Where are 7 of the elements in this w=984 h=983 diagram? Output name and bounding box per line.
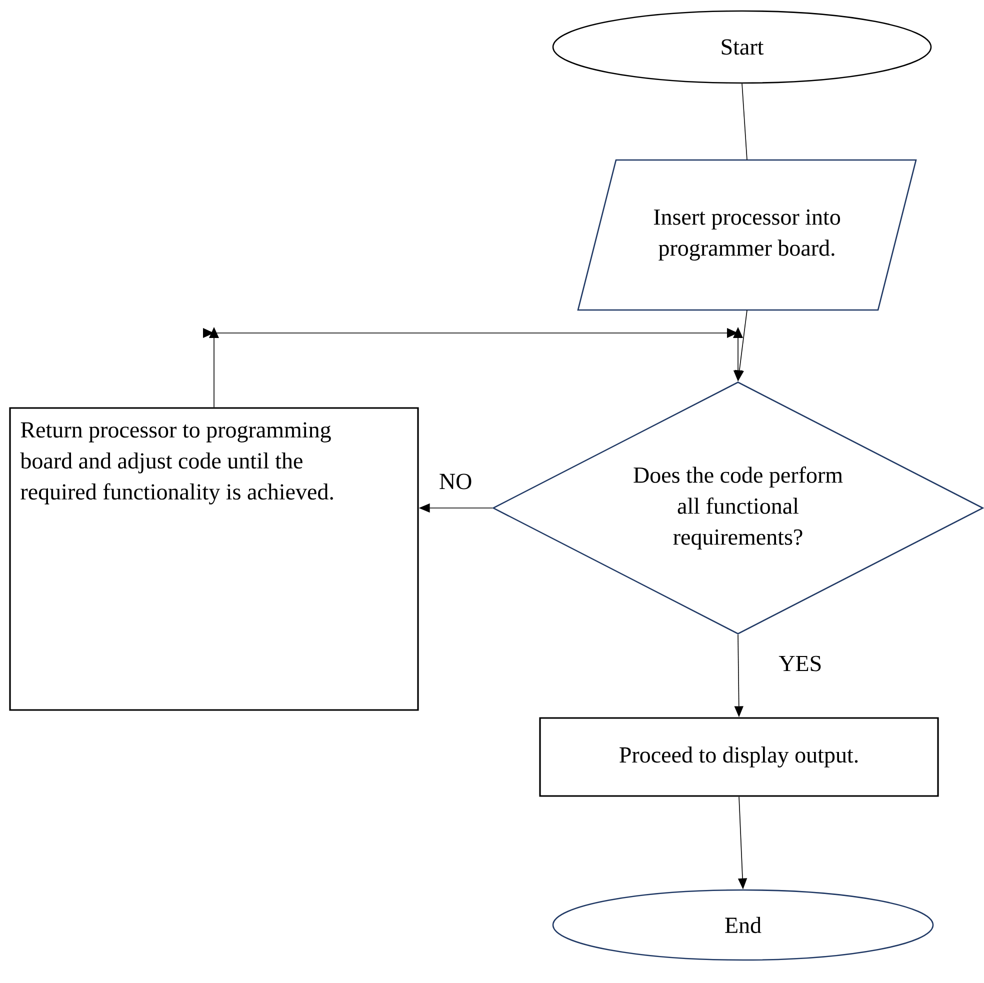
edge-label: YES: [776, 654, 824, 674]
input-parallelogram: Insert processor into programmer board.: [577, 159, 917, 311]
edge-label: NO: [436, 472, 474, 492]
arrow: [209, 327, 743, 408]
process-box: Return processor to programming board and adjust code until the required functionality is achieved.: [9, 407, 419, 711]
process-box: Proceed to display output.: [539, 717, 939, 797]
arrow: [203, 327, 743, 513]
